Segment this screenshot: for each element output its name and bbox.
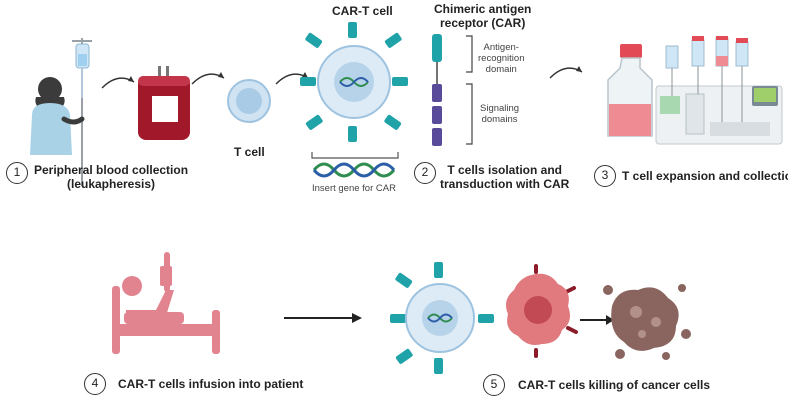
step-3-label: T cell expansion and collection: [622, 169, 788, 183]
hospital-bed-icon: [112, 252, 220, 354]
bioreactor-icon: [655, 36, 783, 145]
arrow-2: [191, 72, 225, 85]
step-4-label: CAR-T cells infusion into patient: [118, 377, 304, 391]
car-title: Chimeric antigen receptor (CAR): [434, 2, 532, 30]
car-receptor-icon: [432, 34, 473, 146]
arrow-3: [275, 72, 309, 85]
car-t-cell-title: CAR-T cell: [332, 4, 393, 18]
step-5-number: 5: [483, 374, 505, 396]
step-1-label: Peripheral blood collection (leukapheres…: [34, 163, 189, 191]
patient-icon: [30, 77, 85, 155]
step-2-label: T cells isolation and transduction with …: [440, 163, 570, 191]
t-cell-label: T cell: [234, 145, 265, 159]
step-1-number: 1: [6, 162, 28, 184]
step-4-number: 4: [84, 373, 106, 395]
flask-icon: [607, 44, 653, 137]
arrow-6: [580, 315, 614, 325]
arrow-1: [101, 76, 135, 89]
blood-bag-icon: [138, 66, 190, 140]
antigen-domain-label: Antigen- recognition domain: [478, 42, 525, 75]
car-t-cell-icon: [300, 22, 408, 142]
iv-stand-icon: [72, 38, 92, 186]
t-cell-icon: [227, 79, 271, 123]
cancer-cell-icon: [506, 264, 578, 358]
signaling-domains-label: Signaling domains: [480, 103, 520, 125]
insert-gene-label: Insert gene for CAR: [312, 183, 396, 194]
dna-icon: [311, 152, 399, 178]
car-t-cell-attacking-icon: [390, 262, 494, 374]
arrow-4: [549, 66, 583, 79]
step-3-number: 3: [594, 165, 616, 187]
dead-cell-icon: [603, 284, 691, 360]
step-2-number: 2: [414, 162, 436, 184]
step-5-label: CAR-T cells killing of cancer cells: [518, 378, 711, 392]
arrow-5: [284, 313, 362, 323]
